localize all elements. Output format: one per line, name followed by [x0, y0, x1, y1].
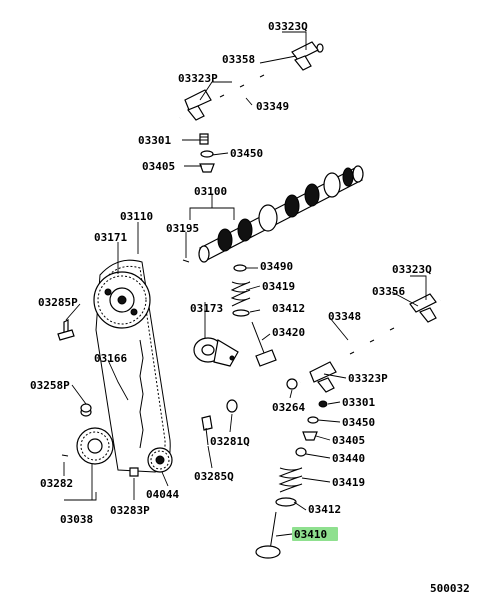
crank-pulley-03038 — [61, 427, 114, 465]
tensioner-03173 — [193, 337, 239, 367]
washer-03281q — [226, 399, 238, 413]
label-03195[interactable]: 03195 — [166, 222, 199, 235]
washer-03258p — [80, 403, 92, 417]
label-03450-top[interactable]: 03450 — [230, 147, 263, 160]
figure-code: 500032 — [430, 582, 470, 595]
label-03038[interactable]: 03038 — [60, 513, 93, 526]
label-03100[interactable]: 03100 — [194, 185, 227, 198]
label-03405-right[interactable]: 03405 — [332, 434, 365, 447]
label-03358-top[interactable]: 03358 — [222, 53, 255, 66]
label-03356[interactable]: 03356 — [372, 285, 405, 298]
label-03349[interactable]: 03349 — [256, 100, 289, 113]
bolt-03285q — [201, 415, 213, 446]
label-03420[interactable]: 03420 — [272, 326, 305, 339]
label-03323p-top[interactable]: 03323P — [178, 72, 218, 85]
label-03283p[interactable]: 03283P — [110, 504, 150, 517]
label-03110[interactable]: 03110 — [120, 210, 153, 223]
timing-belt-assembly — [93, 259, 173, 473]
label-03301-top[interactable]: 03301 — [138, 134, 171, 147]
top-adjuster-parts — [199, 133, 215, 173]
label-03410[interactable]: 03410 — [294, 528, 327, 541]
label-03285p[interactable]: 03285P — [38, 296, 78, 309]
label-03323q-right[interactable]: 03323Q — [392, 263, 432, 276]
label-03171[interactable]: 03171 — [94, 231, 127, 244]
label-03419-top[interactable]: 03419 — [262, 280, 295, 293]
bolt-03285p — [57, 319, 75, 341]
nut-03283p — [129, 467, 139, 477]
label-03348[interactable]: 03348 — [328, 310, 361, 323]
label-03412-right[interactable]: 03412 — [308, 503, 341, 516]
label-03412-top[interactable]: 03412 — [272, 302, 305, 315]
label-03440[interactable]: 03440 — [332, 452, 365, 465]
label-03281q[interactable]: 03281Q — [210, 435, 250, 448]
right-rocker-shaft — [299, 293, 441, 393]
label-03419-right[interactable]: 03419 — [332, 476, 365, 489]
top-rocker-shaft — [179, 41, 324, 121]
label-03282[interactable]: 03282 — [40, 477, 73, 490]
leader-lines — [63, 31, 427, 537]
camshaft — [198, 165, 364, 263]
label-04044[interactable]: 04044 — [146, 488, 179, 501]
label-03323q-top[interactable]: 03323Q — [268, 20, 308, 33]
part-highlight — [292, 527, 338, 541]
label-03285q[interactable]: 03285Q — [194, 470, 234, 483]
label-03258p[interactable]: 03258P — [30, 379, 70, 392]
pin-03195 — [182, 259, 190, 263]
label-03264[interactable]: 03264 — [272, 401, 305, 414]
right-adjuster-parts — [286, 378, 328, 457]
right-valve-assembly — [255, 467, 303, 559]
label-03490[interactable]: 03490 — [260, 260, 293, 273]
label-03405-top[interactable]: 03405 — [142, 160, 175, 173]
label-03450-right[interactable]: 03450 — [342, 416, 375, 429]
label-03323p-right[interactable]: 03323P — [348, 372, 388, 385]
label-03173[interactable]: 03173 — [190, 302, 223, 315]
label-03301-right[interactable]: 03301 — [342, 396, 375, 409]
part-labels: 03323Q 03358 03323P 03349 03301 03450 03… — [30, 20, 470, 595]
label-03166[interactable]: 03166 — [94, 352, 127, 365]
